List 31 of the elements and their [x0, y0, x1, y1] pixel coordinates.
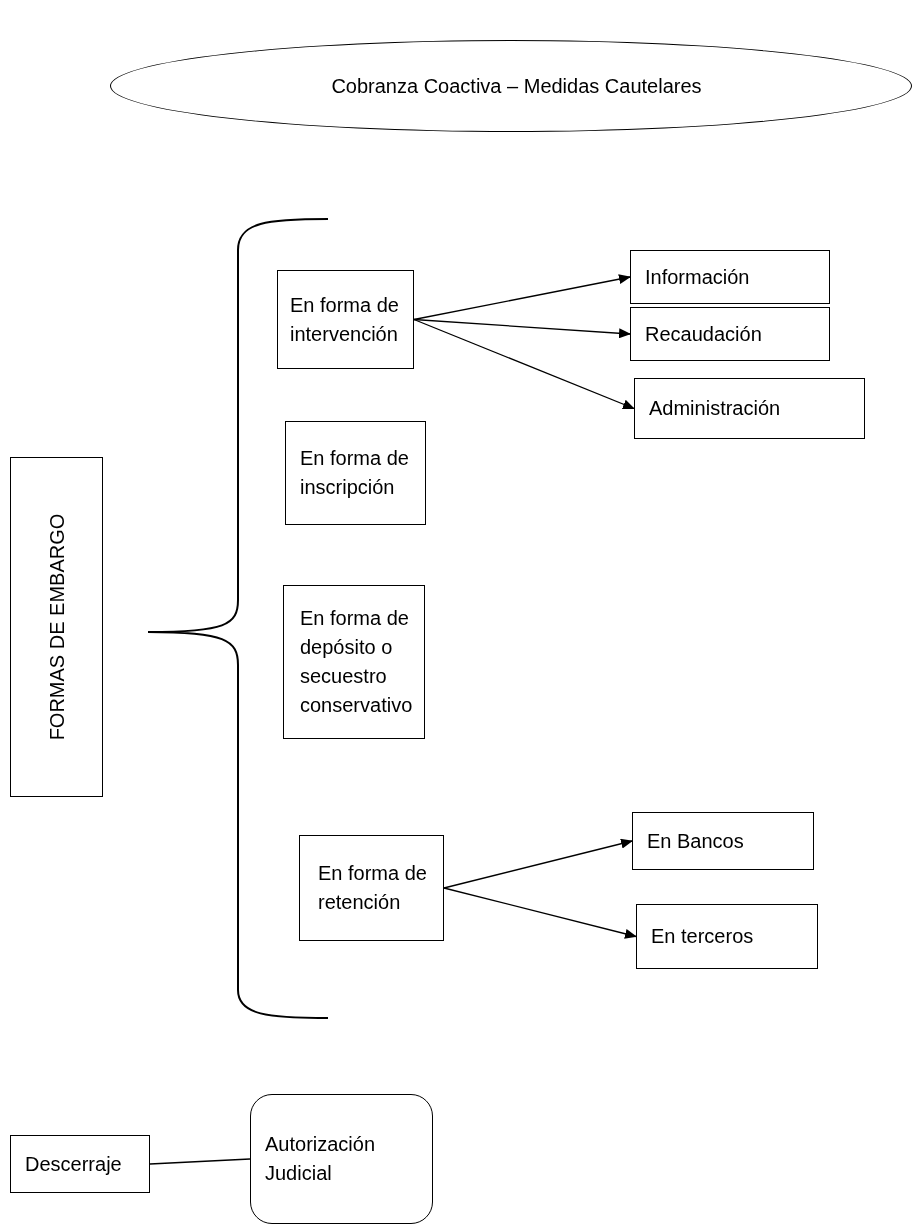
box-label: En forma de intervención [290, 292, 400, 347]
process-box [632, 812, 814, 870]
process-box [283, 585, 425, 739]
box-label: Descerraje [25, 1151, 122, 1177]
process-box [634, 378, 865, 439]
box-label: En forma de retención [318, 861, 428, 915]
rounded-box [250, 1094, 433, 1224]
box-label: En forma de inscripción [300, 446, 410, 500]
process-box [285, 421, 426, 525]
process-box [636, 904, 818, 969]
process-box [10, 1135, 150, 1193]
box-label: Recaudación [645, 321, 762, 347]
process-box [299, 835, 444, 941]
arrow [413, 318, 635, 410]
box-label: Cobranza Coactiva – Medidas Cautelares [331, 73, 702, 99]
box-label: FORMAS DE EMBARGO [44, 513, 68, 741]
category-box [10, 457, 103, 797]
arrow [413, 274, 631, 321]
arrow [413, 318, 631, 339]
box-label: En Bancos [647, 828, 744, 854]
box-label: En forma de depósito o secuestro conservativo [300, 606, 414, 718]
process-box [630, 250, 830, 304]
box-label: En terceros [651, 924, 754, 949]
arrow [443, 838, 633, 889]
arrow [443, 887, 637, 939]
connector-line [149, 1158, 251, 1165]
process-box [277, 270, 414, 369]
box-label: Autorización Judicial [265, 1132, 377, 1186]
box-label: Información [645, 264, 750, 290]
process-box [630, 307, 830, 361]
box-label: Administración [649, 396, 781, 421]
